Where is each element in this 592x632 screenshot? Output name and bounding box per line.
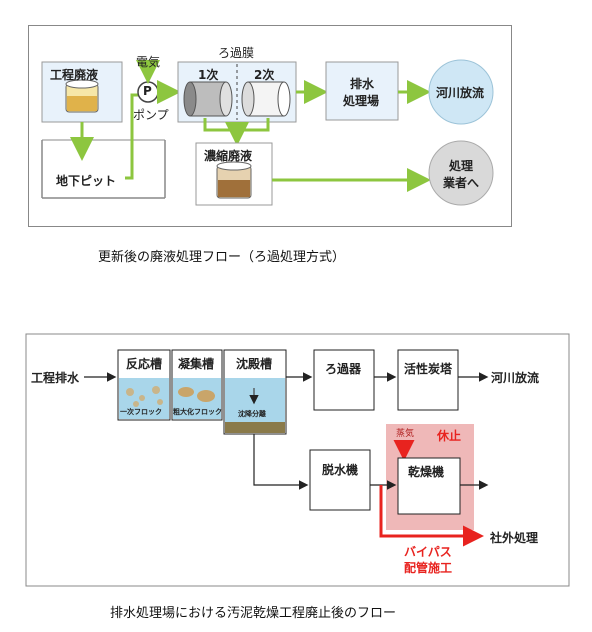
pit-enclosure — [41, 139, 166, 199]
membrane-label: ろ過膜 — [218, 46, 255, 60]
pump-label: ポンプ — [133, 108, 169, 122]
flocculator-sub-label: 粗大化フロック — [173, 408, 222, 416]
settler-sub-label: 沈降分離 — [238, 410, 266, 418]
steam-label: 蒸気 — [396, 429, 415, 439]
wastewater-plant-label-1: 排水 — [350, 77, 375, 91]
settler-tank — [223, 349, 287, 435]
stopped-label: 休止 — [437, 429, 462, 443]
pit-label: 地下ピット — [56, 174, 117, 188]
disposal-label-2: 業者へ — [443, 176, 480, 190]
concentrate-beaker-icon — [216, 161, 252, 199]
river-circle — [428, 59, 494, 125]
stage2-label: 2次 — [254, 68, 275, 82]
flocculator-label: 凝集槽 — [178, 357, 215, 371]
wastewater-plant-label-2: 処理場 — [343, 94, 380, 108]
river-label-2: 河川放流 — [491, 371, 540, 385]
pump-symbol-label: P — [143, 84, 152, 98]
disposal-label-1: 処理 — [449, 159, 474, 173]
filter-box — [313, 349, 375, 411]
diagram-2-frame — [25, 333, 570, 587]
beaker-icon — [65, 79, 99, 113]
bypass-label-2: 配管施工 — [404, 561, 453, 575]
dewater-label: 脱水機 — [322, 463, 359, 477]
wastewater-plant-box — [325, 61, 399, 121]
input-label: 工程排水 — [31, 371, 80, 385]
reactor-label: 反応槽 — [126, 357, 163, 371]
settler-label: 沈殿槽 — [236, 357, 273, 371]
membrane-cylinder-2 — [241, 81, 291, 117]
electricity-label: 電気 — [136, 55, 161, 69]
dryer-box — [397, 457, 461, 515]
reactor-sub-label: 一次フロック — [120, 408, 162, 416]
filter-label: ろ過器 — [325, 362, 362, 376]
bypass-label-1: バイパス — [404, 545, 452, 559]
caption-1: 更新後の廃液処理フロー（ろ過処理方式） — [98, 250, 346, 265]
carbon-tower-box — [397, 349, 459, 411]
concentrate-label: 濃縮廃液 — [204, 149, 253, 163]
process-waste-label: 工程廃液 — [50, 68, 99, 82]
external-label: 社外処理 — [490, 531, 539, 545]
arrow-sludge-to-dewater — [253, 434, 309, 490]
disposal-circle — [428, 140, 494, 206]
flocculator-tank — [171, 349, 223, 421]
dryer-label: 乾燥機 — [408, 465, 445, 479]
caption-2: 排水処理場における汚泥乾燥工程廃止後のフロー — [110, 606, 397, 621]
membrane-cylinder-1 — [183, 81, 233, 117]
carbon-label: 活性炭塔 — [404, 362, 453, 376]
reactor-tank — [117, 349, 171, 421]
river-label: 河川放流 — [436, 86, 485, 100]
dewater-box — [309, 449, 371, 511]
diagram-1-frame — [28, 25, 512, 227]
bypass-arrow — [379, 485, 484, 547]
arrow-pit-to-pump — [125, 93, 140, 180]
stage1-label: 1次 — [198, 68, 219, 82]
